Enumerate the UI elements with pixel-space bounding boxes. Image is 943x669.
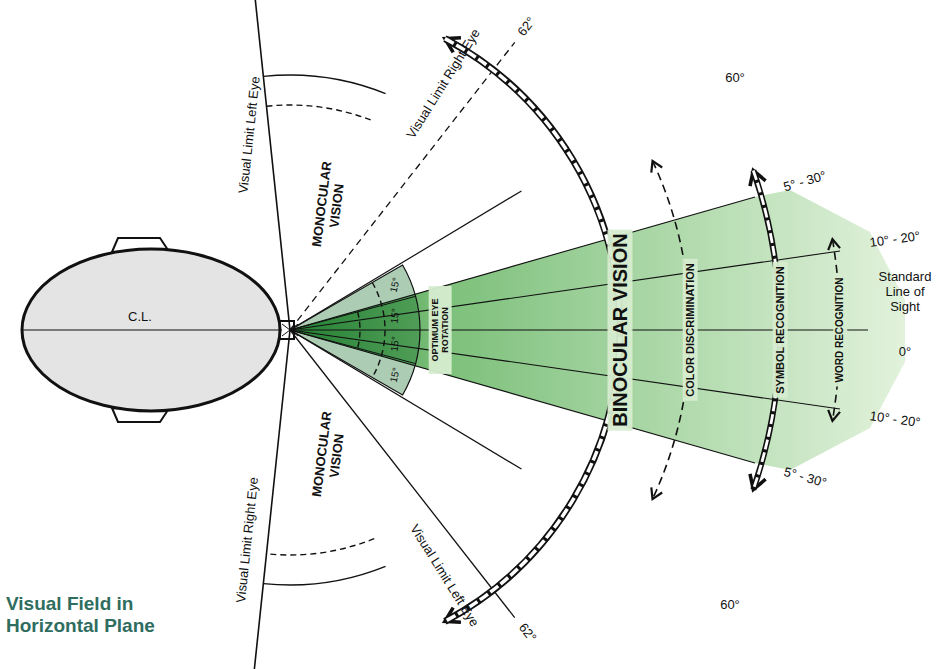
center-line-label: C.L. <box>128 309 152 324</box>
limit-label: Visual Limit Left Eye <box>236 76 263 194</box>
binocular-field <box>290 190 905 470</box>
range-label: SYMBOL RECOGNITION <box>773 262 788 398</box>
range-arc <box>263 75 385 94</box>
eye-point <box>282 324 298 336</box>
range-arc <box>372 283 385 378</box>
range-label: WORD RECOGNITION <box>833 274 847 387</box>
sight-ray <box>290 330 515 618</box>
angle-label: 62° <box>515 621 539 646</box>
zone-label: MONOCULAR VISION <box>309 406 350 504</box>
angle-label: 10° - 20° <box>869 229 921 251</box>
range-label: COLOR DISCRIMINATION <box>683 259 698 401</box>
head-outline: C.L. <box>20 247 282 413</box>
limit-label: Visual Limit Right Eye <box>404 27 484 142</box>
range-arc <box>266 105 374 121</box>
angle-label: 15° <box>388 336 401 352</box>
sight-line-label: Standard Line of Sight <box>870 270 940 315</box>
angle-label: 5° - 30° <box>782 465 828 491</box>
angle-label: 15° <box>388 308 401 324</box>
recognition-ray <box>290 330 840 409</box>
zone-label: MONOCULAR VISION <box>309 156 350 254</box>
diagram-title: Visual Field in Horizontal Plane <box>6 593 166 637</box>
angle-label: 62° <box>515 15 539 40</box>
limit-label: Visual Limit Left Eye <box>407 522 482 630</box>
angle-label: 5° - 30° <box>782 169 828 195</box>
range-arrow <box>445 39 620 622</box>
limit-label: Visual Limit Right Eye <box>234 476 262 603</box>
head-shape <box>20 247 282 413</box>
angle-label: 60° <box>725 71 745 86</box>
range-arc <box>358 312 360 348</box>
sight-ray <box>290 42 515 330</box>
angle-label: 10° - 20° <box>869 409 921 431</box>
angle-label: 60° <box>720 598 740 613</box>
range-label: OPTIMUM EYE ROTATION <box>429 286 452 374</box>
recognition-ray <box>290 251 840 330</box>
zone-label: BINOCULAR VISION <box>608 229 633 430</box>
range-arc <box>266 539 374 555</box>
sight-ray <box>254 0 290 330</box>
range-arc <box>263 566 385 585</box>
angle-label: 0° <box>899 345 911 360</box>
range-arrow-inner <box>445 39 620 622</box>
